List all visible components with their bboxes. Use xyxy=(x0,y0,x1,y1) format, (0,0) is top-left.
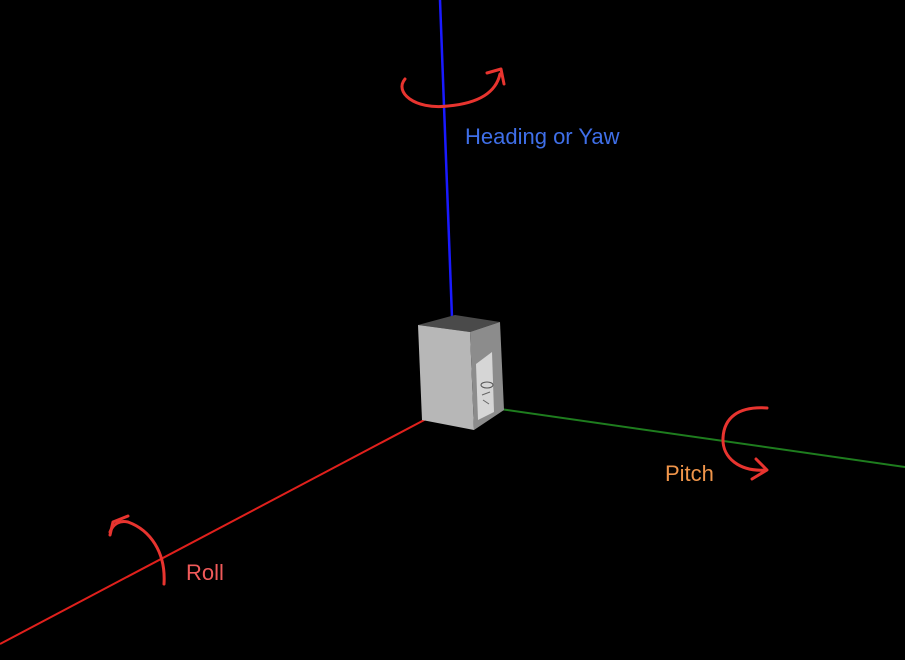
device-side-panel xyxy=(476,352,494,420)
pitch-rotation-arrow-icon xyxy=(721,406,769,481)
yaw-axis xyxy=(438,0,454,319)
device-detail-line xyxy=(481,391,491,396)
device-box xyxy=(418,315,504,430)
roll-axis xyxy=(0,417,429,645)
yaw-rotation-arrow-icon xyxy=(400,67,506,109)
device-top-face xyxy=(418,315,500,332)
yaw-label: Heading or Yaw xyxy=(465,124,620,149)
device-detail-line xyxy=(482,399,490,405)
device-front-face xyxy=(418,325,474,430)
pitch-label: Pitch xyxy=(665,461,714,486)
pitch-axis xyxy=(499,408,905,468)
device-component xyxy=(480,381,494,389)
roll-label: Roll xyxy=(186,560,224,585)
roll-rotation-arrow-icon xyxy=(108,514,166,586)
